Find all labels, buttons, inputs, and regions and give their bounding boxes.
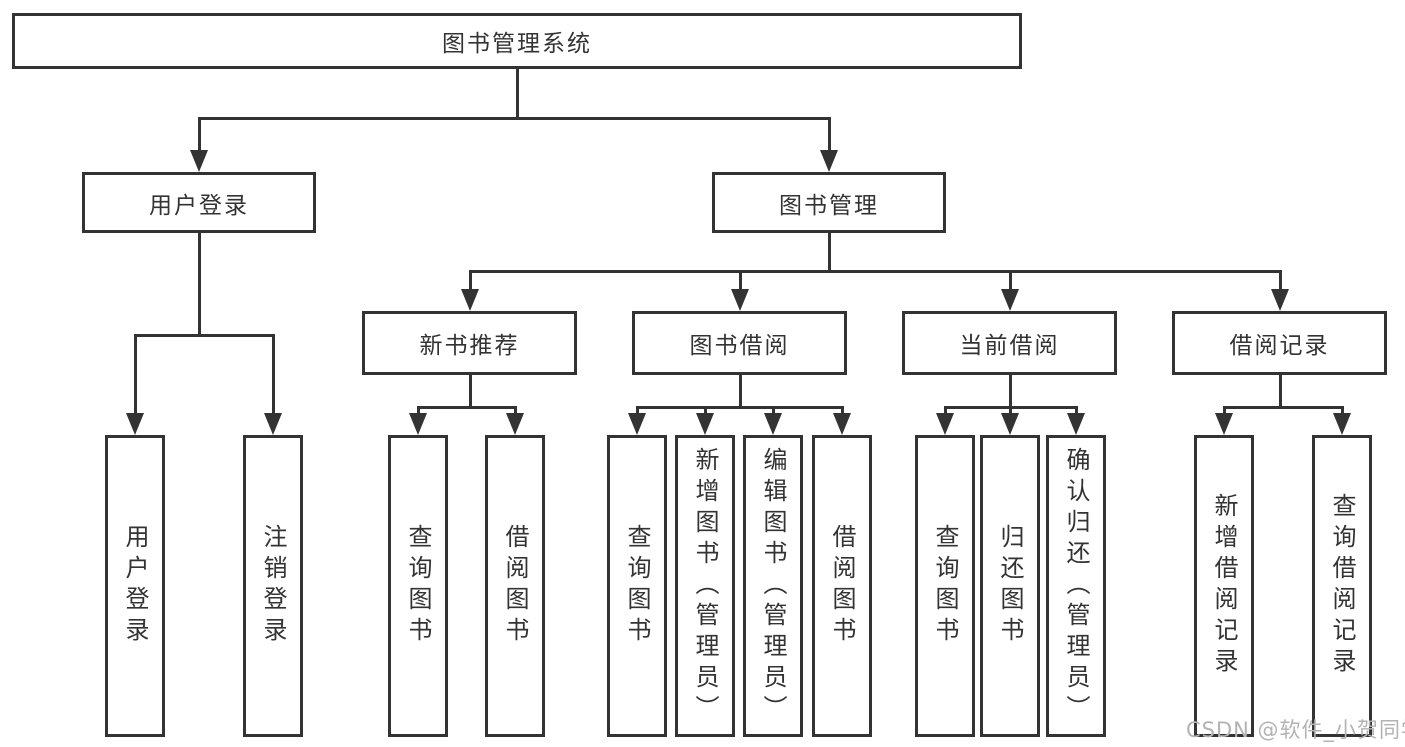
node-label-leaf-borrow-books-recommend: 借阅图书 [501,524,529,648]
arrowhead-down-icon [409,413,427,435]
connector-line [703,407,707,415]
connector-line [468,269,1282,273]
node-leaf-return-books: 归还图书 [980,435,1040,737]
connector-line [635,405,844,409]
connector-line [635,407,639,415]
connector-line [1074,407,1078,415]
connector-line [1278,375,1282,409]
connector-line [468,271,472,291]
node-label-current-borrowing: 当前借阅 [959,333,1060,359]
node-label-leaf-return-books: 归还图书 [996,524,1024,648]
connector-line [840,407,844,415]
connector-line [1008,375,1012,409]
node-label-leaf-borrow-books-borrowing: 借阅图书 [828,524,856,648]
connector-line [197,233,201,337]
node-leaf-add-borrow-record: 新增借阅记录 [1194,435,1254,737]
connector-line [515,69,519,120]
connector-line [943,407,947,415]
connector-line [468,375,472,409]
node-label-leaf-edit-books-admin: 编辑图书（管理员） [759,446,787,726]
connector-line [738,271,742,291]
node-book-management: 图书管理 [712,172,946,233]
node-label-leaf-query-books-borrowing: 查询图书 [623,524,651,648]
arrowhead-down-icon [764,413,782,435]
arrowhead-down-icon [1001,413,1019,435]
connector-line [827,233,831,273]
arrowhead-down-icon [126,413,144,435]
node-user-login: 用户登录 [82,172,316,233]
node-leaf-query-books-recommend: 查询图书 [388,435,448,737]
node-root: 图书管理系统 [12,13,1022,69]
arrowhead-down-icon [731,289,749,311]
arrowhead-down-icon [506,413,524,435]
connector-line [1008,407,1012,415]
arrowhead-down-icon [936,413,954,435]
node-leaf-add-books-admin: 新增图书（管理员） [675,435,735,737]
connector-line [197,118,201,152]
connector-line [1222,407,1226,415]
node-label-leaf-query-borrow-record: 查询借阅记录 [1328,493,1356,679]
arrowhead-down-icon [1001,289,1019,311]
arrowhead-down-icon [628,413,646,435]
node-label-user-login: 用户登录 [149,192,249,219]
node-label-leaf-add-books-admin: 新增图书（管理员） [691,446,719,726]
node-leaf-borrow-books-recommend: 借阅图书 [485,435,545,737]
node-new-book-recommend: 新书推荐 [362,311,577,375]
connector-line [1278,271,1282,291]
arrowhead-down-icon [190,150,208,172]
node-label-leaf-user-login: 用户登录 [121,524,149,648]
node-label-leaf-logout: 注销登录 [259,524,287,648]
node-label-leaf-query-books-recommend: 查询图书 [404,524,432,648]
connector-line [271,335,275,415]
node-label-leaf-add-borrow-record: 新增借阅记录 [1210,493,1238,679]
arrowhead-down-icon [820,150,838,172]
connector-line [416,407,420,415]
node-book-borrowing: 图书借阅 [632,311,847,375]
connector-line [1008,271,1012,291]
node-label-leaf-query-books-current: 查询图书 [931,524,959,648]
connector-line [133,335,137,415]
connector-line [827,118,831,152]
node-leaf-edit-books-admin: 编辑图书（管理员） [743,435,803,737]
arrowhead-down-icon [461,289,479,311]
arrowhead-down-icon [1215,413,1233,435]
node-label-leaf-confirm-return-admin: 确认归还（管理员） [1062,446,1090,726]
connector-line [133,333,275,337]
node-leaf-query-books-borrowing: 查询图书 [607,435,667,737]
node-borrowing-records: 借阅记录 [1172,311,1387,375]
arrowhead-down-icon [264,413,282,435]
arrowhead-down-icon [696,413,714,435]
node-leaf-borrow-books-borrowing: 借阅图书 [812,435,872,737]
node-label-book-management: 图书管理 [779,192,879,219]
connector-line [416,405,517,409]
arrowhead-down-icon [833,413,851,435]
node-label-new-book-recommend: 新书推荐 [419,333,520,359]
connector-line [513,407,517,415]
node-leaf-query-borrow-record: 查询借阅记录 [1312,435,1372,737]
node-leaf-user-login: 用户登录 [105,435,165,737]
arrowhead-down-icon [1271,289,1289,311]
arrowhead-down-icon [1333,413,1351,435]
connector-line [197,116,831,120]
arrowhead-down-icon [1067,413,1085,435]
node-leaf-logout: 注销登录 [243,435,303,737]
connector-line [1222,405,1344,409]
connector-line [1340,407,1344,415]
node-label-borrowing-records: 借阅记录 [1229,333,1330,359]
node-label-book-borrowing: 图书借阅 [689,333,790,359]
connector-line [771,407,775,415]
node-label-root: 图书管理系统 [442,31,592,57]
node-leaf-query-books-current: 查询图书 [915,435,975,737]
node-leaf-confirm-return-admin: 确认归还（管理员） [1046,435,1106,737]
connector-line [738,375,742,409]
watermark: CSDN @软件_小贺同学 [1186,718,1405,742]
node-current-borrowing: 当前借阅 [902,311,1117,375]
